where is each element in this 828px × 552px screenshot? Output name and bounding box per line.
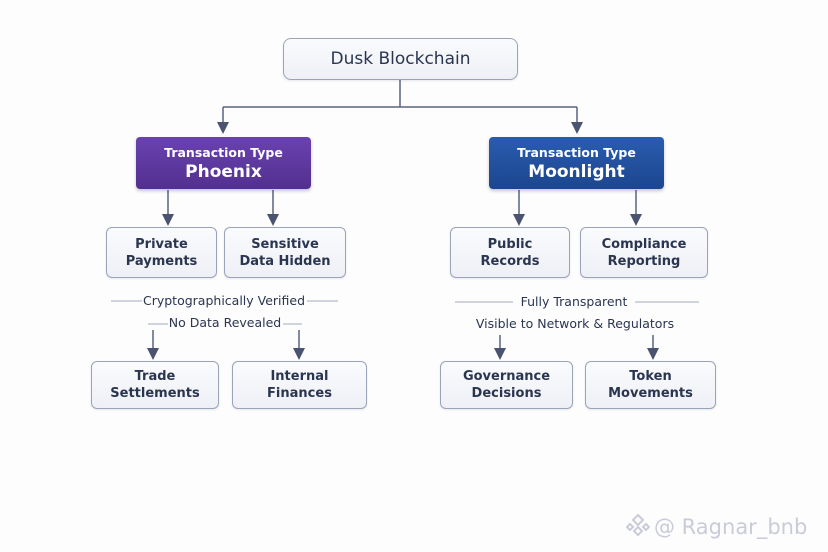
phoenix-name: Phoenix [185,161,262,182]
watermark: @ Ragnar_bnb [625,512,808,541]
use-case-label: Token Movements [608,369,693,401]
phoenix-subtitle: Transaction Type [164,144,283,160]
moonlight-note: Fully Transparent [520,294,628,309]
feature-label: Sensitive Data Hidden [239,236,331,269]
root-title: Dusk Blockchain [330,49,471,69]
moonlight-name: Moonlight [528,161,625,182]
feature-node: Public Records [450,227,570,278]
moonlight-type-node: Transaction Type Moonlight [489,137,664,189]
use-case-label: Internal Finances [267,369,332,401]
feature-label: Compliance Reporting [601,236,687,269]
feature-node: Private Payments [106,227,217,278]
moonlight-subtitle: Transaction Type [517,144,636,160]
feature-node: Compliance Reporting [580,227,708,278]
use-case-node: Internal Finances [232,361,367,409]
root-node: Dusk Blockchain [283,38,518,80]
use-case-node: Token Movements [585,361,716,409]
phoenix-note: No Data Revealed [168,315,282,330]
phoenix-type-node: Transaction Type Phoenix [136,137,311,189]
moonlight-note: Visible to Network & Regulators [475,316,675,331]
binance-diamond-icon [625,512,651,541]
feature-node: Sensitive Data Hidden [224,227,346,278]
phoenix-note: Cryptographically Verified [142,293,306,308]
feature-label: Public Records [480,236,540,269]
use-case-label: Governance Decisions [462,369,551,401]
use-case-node: Governance Decisions [440,361,573,409]
use-case-node: Trade Settlements [91,361,219,409]
feature-label: Private Payments [125,236,198,269]
use-case-label: Trade Settlements [110,369,200,401]
watermark-text: @ Ragnar_bnb [654,514,808,539]
